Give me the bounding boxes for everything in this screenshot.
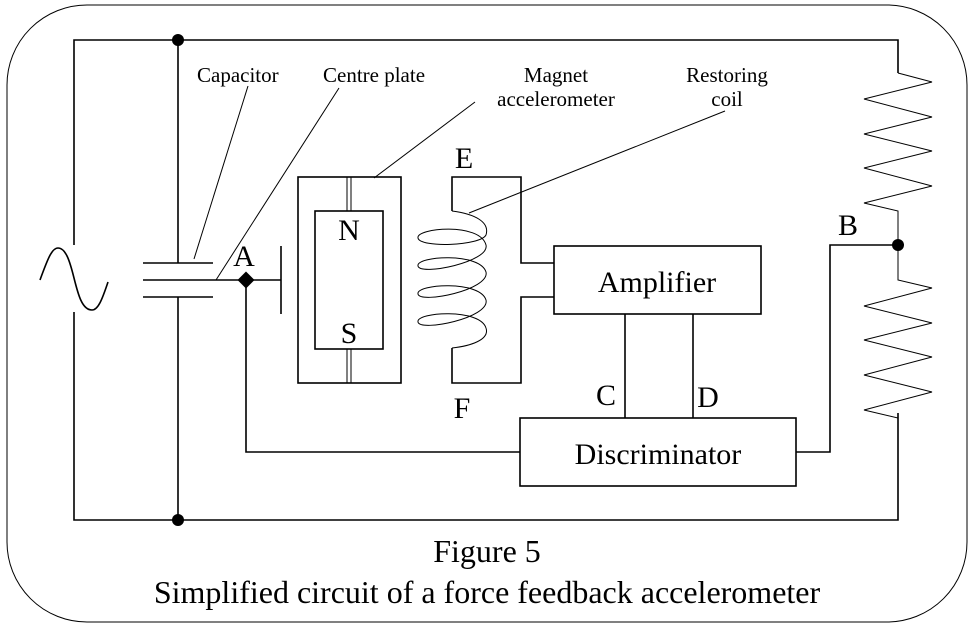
- node-d-label: D: [697, 381, 719, 414]
- discriminator-label: Discriminator: [575, 438, 742, 471]
- capacitor: [143, 40, 213, 520]
- centre-plate-label: Centre plate: [323, 63, 425, 87]
- amplifier-label: Amplifier: [598, 266, 716, 299]
- magnet-leader: [373, 101, 476, 179]
- capacitor-label: Capacitor: [197, 63, 279, 87]
- node-f-label: F: [454, 392, 471, 425]
- figure-title: Figure 5: [433, 533, 541, 569]
- ac-source-icon: [39, 247, 109, 311]
- capacitor-leader: [193, 85, 249, 260]
- south-pole-label: S: [341, 317, 358, 350]
- magnet-label-2: accelerometer: [497, 87, 615, 111]
- wire-b: [796, 244, 898, 453]
- figure-caption: Simplified circuit of a force feedback a…: [154, 574, 821, 610]
- restoring-coil: [417, 176, 554, 384]
- node-b-label: B: [838, 209, 858, 242]
- node-a-junction: [237, 271, 255, 289]
- node-e-label: E: [455, 142, 473, 175]
- node-b-junction: [892, 239, 904, 251]
- node-a-label: A: [233, 240, 255, 273]
- amplifier-block: [553, 245, 762, 315]
- north-pole-label: N: [338, 214, 360, 247]
- upper-resistor: [863, 72, 933, 245]
- coil-leader: [468, 110, 726, 214]
- magnet-label-1: Magnet: [524, 63, 588, 87]
- magnet-accelerometer: [297, 176, 402, 384]
- outer-frame: [6, 4, 968, 623]
- centre-plate-leader: [215, 87, 340, 281]
- lower-resistor: [863, 245, 933, 520]
- coil-label-2: coil: [711, 87, 743, 111]
- coil-label-1: Restoring: [686, 63, 768, 87]
- node-c-label: C: [596, 379, 616, 412]
